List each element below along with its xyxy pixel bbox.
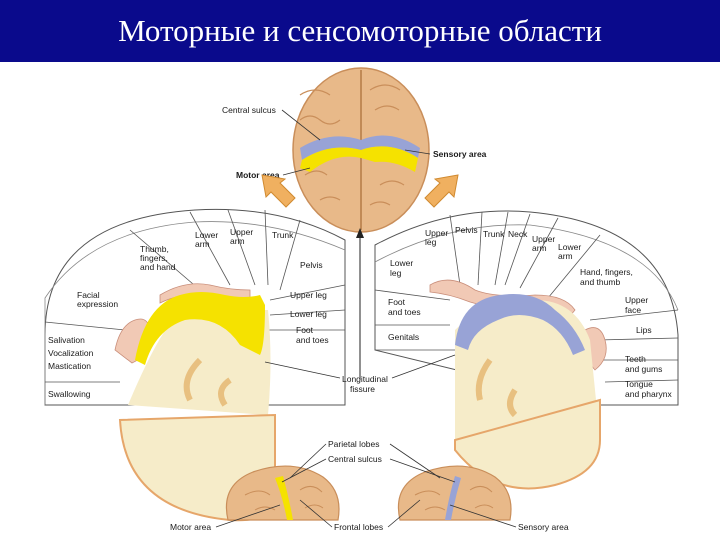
label-motor-lowerleg: Lower leg [290, 309, 327, 319]
label-frontal-lobes: Frontal lobes [334, 522, 383, 532]
label-central-sulcus: Central sulcus [222, 105, 276, 115]
label-sensory-upperarm1: Upper [532, 234, 555, 244]
top-motor-strip [300, 147, 361, 172]
bottom-left-brain [225, 465, 340, 521]
label-sensory-upperarm2: arm [532, 243, 547, 253]
label-sensory-upperleg1: Upper [425, 228, 448, 238]
label-sensory-teeth2: and gums [625, 364, 662, 374]
sensory-homunculus-map [374, 210, 679, 490]
label-sensory-upperleg2: leg [425, 237, 437, 247]
label-motor-lowerarm1: Lower [195, 230, 218, 240]
label-fissure1: Longitudinal [342, 374, 388, 384]
label-motor-area-bottom: Motor area [170, 522, 211, 532]
label-fissure2: fissure [350, 384, 375, 394]
label-sensory-tongue1: Tongue [625, 379, 653, 389]
label-sensory-lips: Lips [636, 325, 652, 335]
slide-title: Моторные и сенсомоторные области [118, 13, 602, 48]
label-motor-vocalization: Vocalization [48, 348, 94, 358]
label-sensory-upperface2: face [625, 305, 641, 315]
label-sensory-hand1: Hand, fingers, [580, 267, 633, 277]
label-sensory-hand2: and thumb [580, 277, 620, 287]
label-sensory-lowerleg2: leg [390, 268, 402, 278]
label-motor-upperarm2: arm [230, 236, 245, 246]
motor-homunculus-map [44, 208, 346, 522]
label-motor-mastication: Mastication [48, 361, 91, 371]
label-sensory-lowerleg1: Lower [390, 258, 413, 268]
bottom-right-brain [397, 465, 512, 521]
label-sensory-tongue2: and pharynx [625, 389, 673, 399]
label-motor-salivation: Salivation [48, 335, 85, 345]
label-motor-upperarm1: Upper [230, 227, 253, 237]
label-motor-pelvis: Pelvis [300, 260, 323, 270]
label-sensory-genitals: Genitals [388, 332, 419, 342]
label-sensory-foot1: Foot [388, 297, 406, 307]
label-motor-foot1: Foot [296, 325, 314, 335]
motor-sensory-diagram: Central sulcus Sensory area Motor area F… [44, 67, 679, 532]
label-sensory-teeth1: Teeth [625, 354, 646, 364]
arrows [261, 174, 459, 380]
label-sensory-lowerarm2: arm [558, 251, 573, 261]
label-motor-area-top: Motor area [236, 170, 280, 180]
label-parietal-lobes: Parietal lobes [328, 439, 380, 449]
top-sensory-strip [300, 135, 420, 160]
label-central-sulcus-bottom: Central sulcus [328, 454, 382, 464]
label-sensory-area-top: Sensory area [433, 149, 487, 159]
label-motor-face2: expression [77, 299, 118, 309]
label-motor-lowerarm2: arm [195, 239, 210, 249]
label-sensory-neck: Neck [508, 229, 528, 239]
label-motor-thumb2: fingers, [140, 253, 168, 263]
label-motor-face1: Facial [77, 290, 100, 300]
title-bar [0, 0, 720, 62]
label-motor-thumb1: Thumb, [140, 244, 169, 254]
top-brain [292, 67, 430, 233]
label-motor-thumb3: and hand [140, 262, 176, 272]
label-motor-foot2: and toes [296, 335, 329, 345]
label-sensory-lowerarm1: Lower [558, 242, 581, 252]
label-sensory-upperface1: Upper [625, 295, 648, 305]
label-motor-upperleg: Upper leg [290, 290, 327, 300]
top-motor-strip-right [361, 146, 418, 172]
label-motor-trunk: Trunk [272, 230, 294, 240]
label-sensory-pelvis: Pelvis [455, 225, 478, 235]
label-sensory-foot2: and toes [388, 307, 421, 317]
label-sensory-area-bottom: Sensory area [518, 522, 569, 532]
label-sensory-trunk: Trunk [483, 229, 505, 239]
label-motor-swallowing: Swallowing [48, 389, 91, 399]
